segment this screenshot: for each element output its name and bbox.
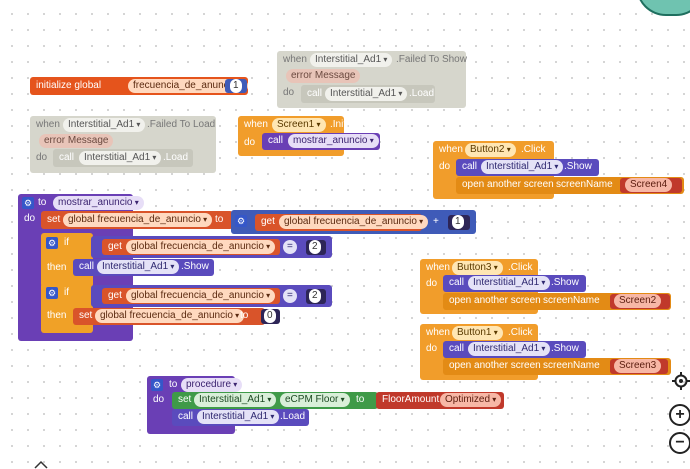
number-block-1[interactable]: 1 (225, 79, 247, 93)
gear-icon[interactable]: ⚙ (22, 197, 34, 209)
zoom-out-icon[interactable]: − (669, 432, 690, 454)
global-var-name[interactable]: frecuencia_de_anuncio (128, 79, 248, 93)
floor-amount-block[interactable]: FloorAmount Optimized (376, 392, 504, 409)
screen2-string[interactable]: Screen2 (610, 294, 670, 309)
button1-call-show[interactable]: call Interstitial_Ad1 .Show (443, 341, 586, 358)
then2-number[interactable]: 0 (261, 309, 280, 324)
initialize-global-block[interactable]: initialize global frecuencia_de_anuncio … (30, 77, 248, 95)
gear-icon[interactable]: ⚙ (46, 287, 58, 299)
gear-icon[interactable]: ⚙ (151, 379, 163, 391)
call-mostrar-anuncio-block[interactable]: call mostrar_anuncio (262, 133, 380, 150)
screen4-string[interactable]: Screen4 (620, 178, 682, 193)
chevron-up-icon[interactable] (34, 460, 48, 469)
zoom-in-icon[interactable]: + (669, 404, 690, 426)
if2-number[interactable]: 2 (306, 289, 326, 304)
failed-to-load-call-load[interactable]: call Interstitial_Ad1 .Load (53, 149, 193, 167)
if2-get-block[interactable]: get global frecuencia_de_anuncio (102, 288, 280, 304)
button2-call-show[interactable]: call Interstitial_Ad1 .Show (456, 159, 599, 176)
gear-icon[interactable]: ⚙ (235, 215, 247, 227)
number-block-add[interactable]: 1 (448, 215, 470, 230)
button3-call-show[interactable]: call Interstitial_Ad1 .Show (443, 275, 586, 292)
get-global-block[interactable]: get global frecuencia_de_anuncio (255, 214, 429, 231)
then2-set-block[interactable]: set global frecuencia_de_anuncio to (73, 308, 265, 325)
set-global-block[interactable]: set global frecuencia_de_anuncio to (41, 211, 233, 229)
failed-to-show-call-load[interactable]: call Interstitial_Ad1 .Load (301, 85, 435, 103)
if1-number[interactable]: 2 (306, 240, 326, 255)
if1-get-block[interactable]: get global frecuencia_de_anuncio (102, 239, 280, 255)
procedure-call-load[interactable]: call Interstitial_Ad1 .Load (172, 409, 309, 426)
gear-icon[interactable]: ⚙ (46, 237, 58, 249)
trash-can-icon[interactable] (636, 0, 690, 16)
then1-call-show[interactable]: call Interstitial_Ad1 .Show (73, 259, 214, 276)
screen3-string[interactable]: Screen3 (610, 359, 668, 374)
set-ecpm-floor-block[interactable]: set Interstitial_Ad1 eCPM Floor to (172, 392, 378, 409)
target-icon[interactable] (672, 372, 690, 390)
